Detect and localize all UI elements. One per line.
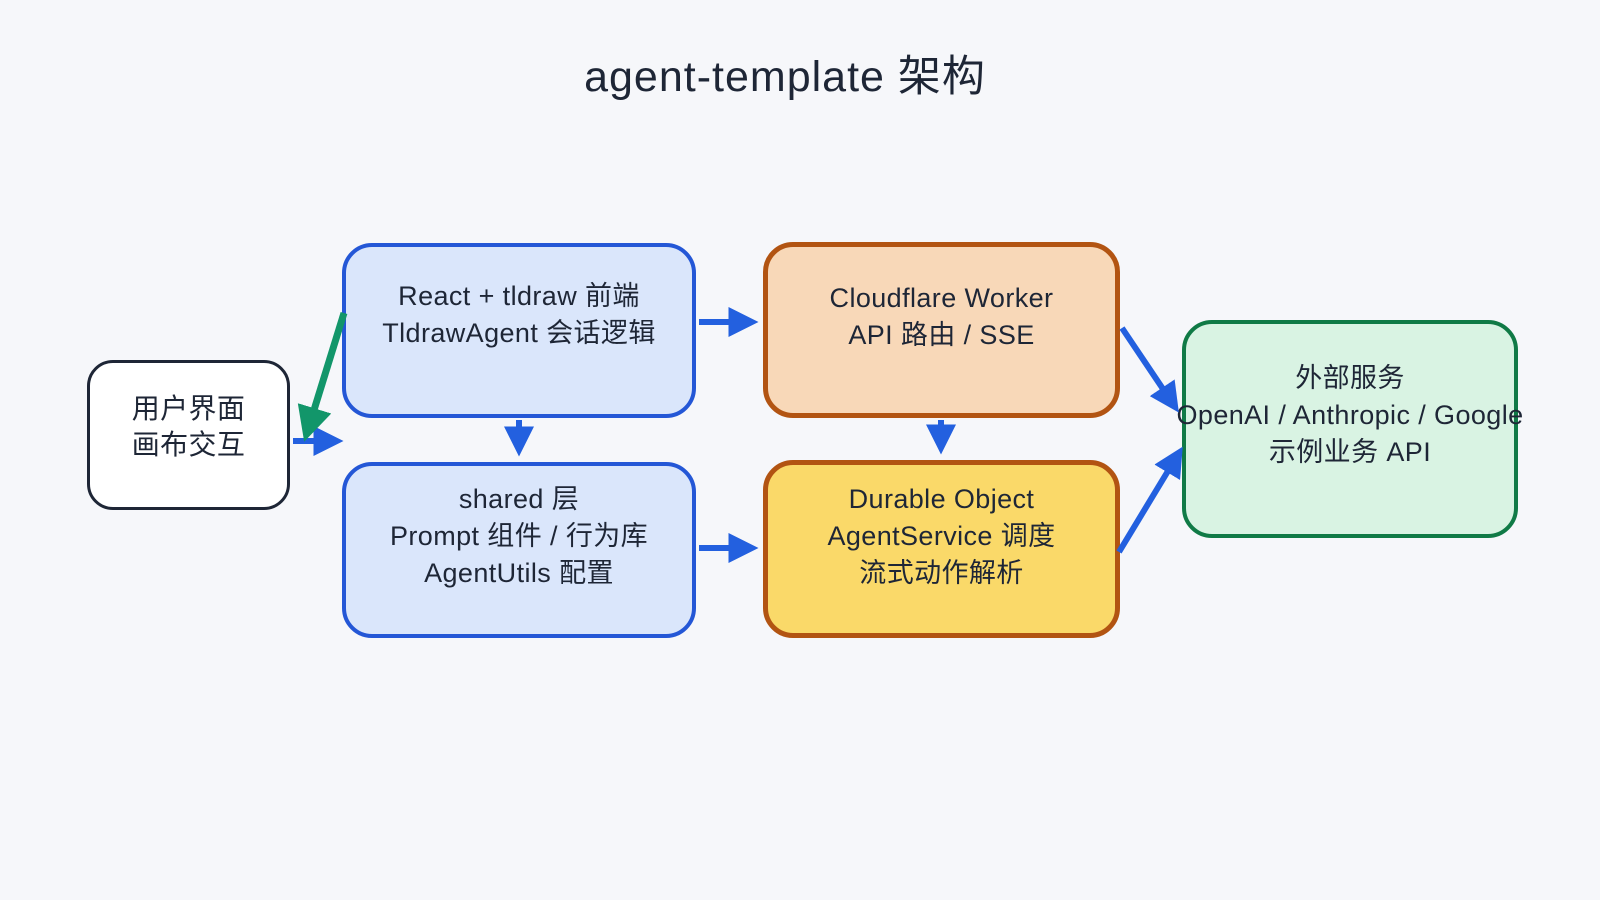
node-text-line: 流式动作解析 bbox=[859, 558, 1024, 588]
node-text-line: 画布交互 bbox=[131, 429, 246, 460]
node-frontend[interactable]: React + tldraw 前端 TldrawAgent 会话逻辑 bbox=[342, 243, 696, 418]
node-text-line: React + tldraw 前端 bbox=[398, 281, 640, 311]
node-text-line: Prompt 组件 / 行为库 bbox=[389, 521, 649, 551]
node-text-line: AgentService 调度 bbox=[827, 521, 1056, 551]
node-text-line: OpenAI / Anthropic / Google bbox=[1176, 400, 1524, 430]
node-text-line: Cloudflare Worker bbox=[829, 283, 1054, 313]
diagram-title: agent-template 架构 bbox=[584, 53, 986, 101]
node-text-line: shared 层 bbox=[458, 484, 580, 514]
node-text-line: API 路由 / SSE bbox=[848, 320, 1035, 350]
node-cloudflare-worker[interactable]: Cloudflare Worker API 路由 / SSE bbox=[763, 242, 1120, 418]
node-text-line: TldrawAgent 会话逻辑 bbox=[382, 318, 656, 348]
arrow-durable-to-external[interactable] bbox=[1116, 446, 1183, 554]
arrow-worker-to-external[interactable] bbox=[1119, 326, 1179, 413]
node-text-line: 用户界面 bbox=[131, 393, 246, 424]
node-user-interface[interactable]: 用户界面 画布交互 bbox=[87, 360, 290, 510]
node-external-services[interactable]: 外部服务 OpenAI / Anthropic / Google 示例业务 AP… bbox=[1177, 320, 1523, 538]
node-text-line: 示例业务 API bbox=[1268, 437, 1432, 467]
node-text-line: 外部服务 bbox=[1295, 363, 1405, 393]
arrow-frontend-to-user[interactable] bbox=[297, 311, 348, 442]
node-text-line: AgentUtils 配置 bbox=[424, 558, 614, 588]
node-shared-layer[interactable]: shared 层 Prompt 组件 / 行为库 AgentUtils 配置 bbox=[342, 462, 696, 638]
node-durable-object[interactable]: Durable Object AgentService 调度 流式动作解析 bbox=[763, 460, 1120, 638]
node-text-line: Durable Object bbox=[848, 484, 1035, 514]
